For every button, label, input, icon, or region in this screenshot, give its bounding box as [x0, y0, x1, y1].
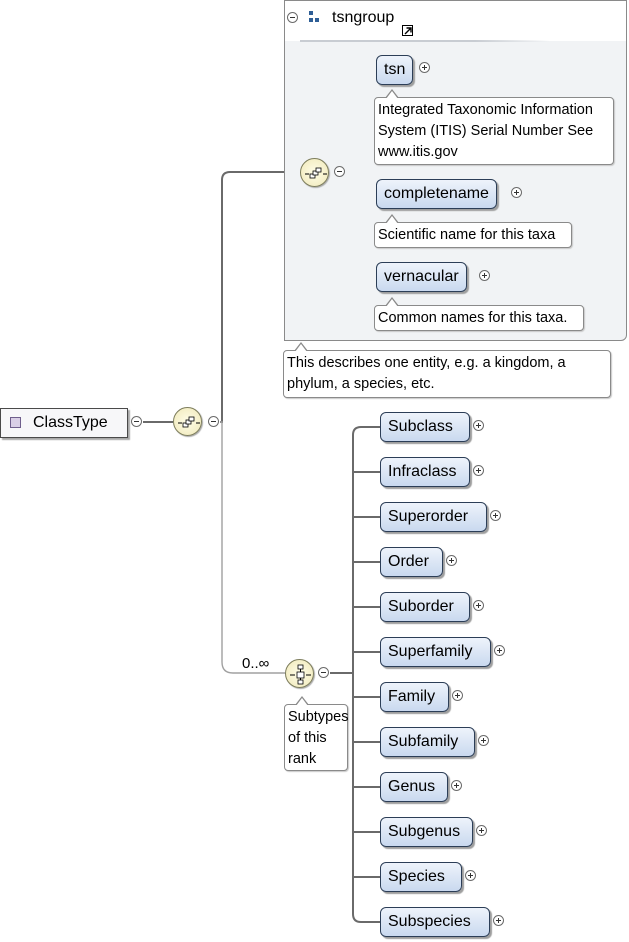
- completename-documentation: Scientific name for this taxa: [374, 214, 572, 248]
- subtype-element-order[interactable]: Order: [380, 547, 443, 577]
- expand-infraclass-toggle[interactable]: [473, 465, 484, 476]
- expand-genus-toggle[interactable]: [451, 780, 462, 791]
- subtype-element-species[interactable]: Species: [380, 862, 462, 892]
- subtype-element-family[interactable]: Family: [380, 682, 449, 712]
- subtype-element-subfamily[interactable]: Subfamily: [380, 727, 475, 757]
- expand-tsn-toggle[interactable]: [419, 62, 430, 73]
- element-label: Infraclass: [388, 463, 457, 480]
- element-label: Subfamily: [388, 733, 459, 750]
- element-label: tsn: [384, 61, 406, 78]
- sequence-main-collapse-toggle[interactable]: [208, 416, 219, 427]
- subtype-element-subclass[interactable]: Subclass: [380, 412, 470, 442]
- sequence-compositor-main[interactable]: [173, 407, 202, 436]
- element-label: Suborder: [388, 598, 454, 615]
- expand-completename-toggle[interactable]: [511, 187, 522, 198]
- tsngroup-collapse-toggle[interactable]: [287, 12, 298, 23]
- element-label: Genus: [388, 778, 436, 795]
- subtype-element-infraclass[interactable]: Infraclass: [380, 457, 470, 487]
- element-label: Subspecies: [388, 913, 471, 930]
- subtype-element-genus[interactable]: Genus: [380, 772, 448, 802]
- vernacular-documentation: Common names for this taxa.: [374, 297, 584, 331]
- subtype-element-subgenus[interactable]: Subgenus: [380, 817, 473, 847]
- element-label: Order: [388, 553, 429, 570]
- sequence-compositor-tsngroup[interactable]: [300, 158, 329, 187]
- complex-type-icon: [10, 417, 21, 428]
- subtype-element-superfamily[interactable]: Superfamily: [380, 637, 491, 667]
- element-vernacular[interactable]: vernacular: [376, 262, 467, 292]
- subtypes-documentation: Subtypes of this rank: [284, 696, 348, 771]
- root-label: ClassType: [33, 414, 108, 431]
- element-label: completename: [384, 185, 489, 202]
- wire-sequence-to-choice: [220, 421, 285, 674]
- occurrence-label: 0..∞: [242, 655, 270, 672]
- expand-subfamily-toggle[interactable]: [478, 735, 489, 746]
- expand-subclass-toggle[interactable]: [473, 420, 484, 431]
- expand-suborder-toggle[interactable]: [473, 600, 484, 611]
- element-label: Family: [388, 688, 436, 705]
- sequence-tsngroup-collapse-toggle[interactable]: [334, 166, 345, 177]
- subtype-element-suborder[interactable]: Suborder: [380, 592, 470, 622]
- expand-subspecies-toggle[interactable]: [493, 915, 504, 926]
- element-label: Subclass: [388, 418, 453, 435]
- expand-family-toggle[interactable]: [452, 690, 463, 701]
- element-tsn[interactable]: tsn: [376, 55, 414, 85]
- expand-superfamily-toggle[interactable]: [494, 645, 505, 656]
- expand-subgenus-toggle[interactable]: [476, 825, 487, 836]
- group-header-divider: [300, 40, 550, 42]
- expand-vernacular-toggle[interactable]: [479, 270, 490, 281]
- expand-order-toggle[interactable]: [446, 555, 457, 566]
- reference-link-icon[interactable]: [402, 25, 413, 36]
- element-label: vernacular: [384, 268, 459, 285]
- tsngroup-title: tsngroup: [332, 9, 395, 26]
- choice-compositor-subtypes[interactable]: [285, 659, 314, 688]
- element-label: Species: [388, 868, 445, 885]
- root-element-classtype[interactable]: ClassType: [0, 408, 128, 438]
- tsngroup-documentation: This describes one entity, e.g. a kingdo…: [283, 342, 611, 398]
- subtype-element-subspecies[interactable]: Subspecies: [380, 907, 490, 937]
- expand-species-toggle[interactable]: [465, 870, 476, 881]
- element-label: Superorder: [388, 508, 469, 525]
- tsn-documentation: Integrated Taxonomic Information System …: [374, 89, 614, 165]
- element-label: Superfamily: [388, 643, 473, 660]
- choice-collapse-toggle[interactable]: [318, 667, 329, 678]
- expand-superorder-toggle[interactable]: [490, 510, 501, 521]
- group-icon: [309, 11, 321, 23]
- wire-choice-branches: [352, 426, 380, 923]
- wire-sequence-to-tsngroup: [220, 171, 300, 423]
- group-header: [285, 1, 626, 41]
- element-completename[interactable]: completename: [376, 179, 497, 209]
- element-label: Subgenus: [388, 823, 461, 840]
- subtype-element-superorder[interactable]: Superorder: [380, 502, 487, 532]
- root-collapse-toggle[interactable]: [131, 416, 142, 427]
